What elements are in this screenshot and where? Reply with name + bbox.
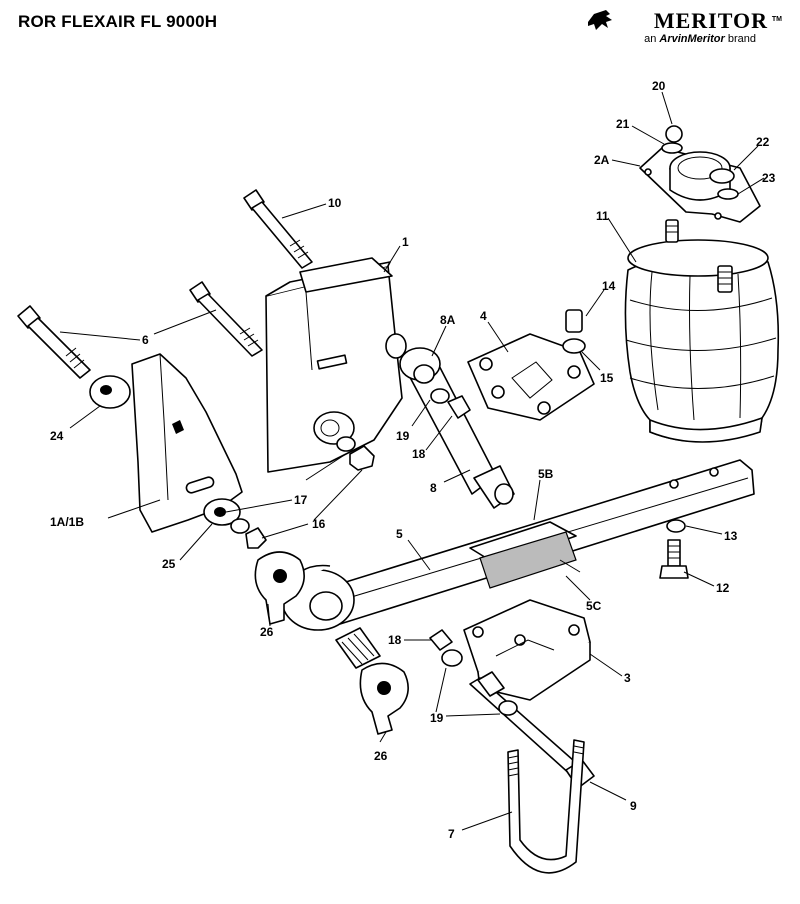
callout-1a-1b: 1A/1B <box>50 515 84 529</box>
frame-hanger-1a-1b <box>131 353 267 549</box>
callout-18-shock: 18 <box>412 447 426 461</box>
brand-name: MERITOR <box>653 8 768 33</box>
bolt-6-upper <box>189 281 263 357</box>
callout-3: 3 <box>624 671 631 685</box>
leaf-spring-beam <box>281 459 755 631</box>
spring-seat-4 <box>467 309 595 421</box>
bolt-12 <box>659 539 689 579</box>
callout-22: 22 <box>756 135 770 149</box>
callout-14: 14 <box>602 279 616 293</box>
callout-21: 21 <box>616 117 630 131</box>
callout-6: 6 <box>142 333 149 347</box>
brand-tagline: an ArvinMeritor brand <box>644 33 756 45</box>
frame-hanger-1 <box>265 257 407 473</box>
callout-23: 23 <box>762 171 776 185</box>
bull-logo-icon <box>588 10 612 30</box>
leader-lines <box>59 91 765 831</box>
brand-trademark: TM <box>771 16 782 23</box>
callout-9: 9 <box>630 799 637 813</box>
callout-2a: 2A <box>594 153 610 167</box>
callout-17: 17 <box>294 493 308 507</box>
callout-20: 20 <box>652 79 666 93</box>
meritor-logo: MERITOR TM an ArvinMeritor brand <box>586 6 786 46</box>
callout-19-axle: 19 <box>430 711 444 725</box>
callout-15: 15 <box>600 371 614 385</box>
callout-11: 11 <box>596 209 609 223</box>
callout-13: 13 <box>724 529 738 543</box>
bolt-6-lower <box>17 305 91 379</box>
pivot-bushing <box>335 627 381 669</box>
callout-25: 25 <box>162 557 176 571</box>
callout-19-shock: 19 <box>396 429 410 443</box>
air-spring <box>624 219 780 443</box>
bolt-10 <box>243 189 313 269</box>
callout-12: 12 <box>716 581 730 595</box>
shock-absorber <box>399 347 515 509</box>
washer-24 <box>89 375 131 409</box>
callout-4: 4 <box>480 309 487 323</box>
callout-5c: 5C <box>586 599 602 613</box>
callout-24: 24 <box>50 429 64 443</box>
callout-10: 10 <box>328 196 342 210</box>
callout-8: 8 <box>430 481 437 495</box>
axle-seat-3 <box>463 599 591 701</box>
callout-26-upper: 26 <box>260 625 274 639</box>
thrust-washer-26-upper <box>254 551 305 625</box>
callout-16: 16 <box>312 517 326 531</box>
air-spring-upper-bracket <box>639 125 761 223</box>
callout-26-lower: 26 <box>374 749 388 763</box>
u-bolt <box>507 739 585 874</box>
callout-5b: 5B <box>538 467 554 481</box>
callout-1: 1 <box>402 235 409 249</box>
callout-7: 7 <box>448 827 455 841</box>
callout-18-axle: 18 <box>388 633 402 647</box>
callout-5: 5 <box>396 527 403 541</box>
callout-8a: 8A <box>440 313 456 327</box>
thrust-washer-26-lower <box>359 662 409 735</box>
callout-labels: 20 21 22 2A 23 11 10 1 14 6 8A 4 15 24 1… <box>50 79 776 841</box>
page-title: ROR FLEXAIR FL 9000H <box>18 12 218 31</box>
washer-13 <box>666 519 686 533</box>
